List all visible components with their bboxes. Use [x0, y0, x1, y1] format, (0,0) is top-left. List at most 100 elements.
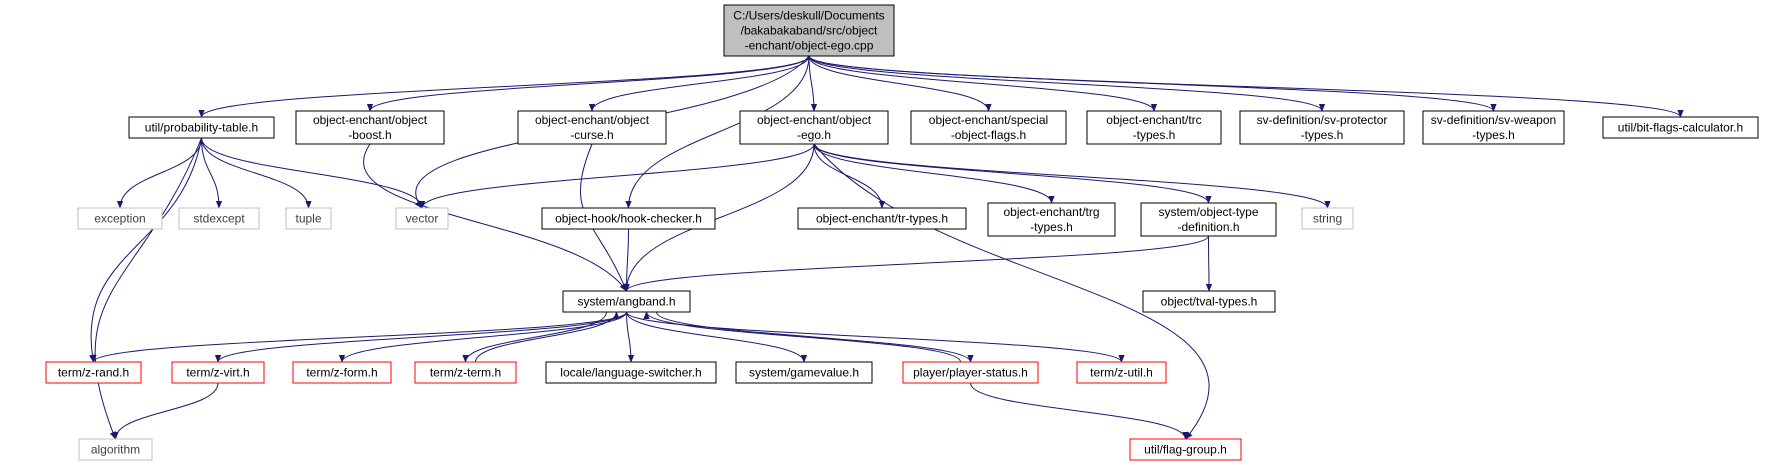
edge-angband-to-zutil [626, 311, 1125, 363]
node-label: util/flag-group.h [1144, 443, 1227, 457]
node-label: -boost.h [348, 128, 391, 142]
node-hook[interactable]: object-hook/hook-checker.h [541, 207, 716, 230]
node-label: term/z-rand.h [58, 366, 129, 380]
node-box [1086, 110, 1222, 145]
edge [366, 55, 810, 112]
node-box [739, 110, 889, 145]
node-zterm[interactable]: term/z-term.h [414, 361, 517, 384]
node-ego[interactable]: object-enchant/object-ego.h [739, 110, 889, 145]
edge [656, 311, 974, 363]
edge [643, 311, 961, 363]
node-label: system/angband.h [577, 295, 675, 309]
node-zutil[interactable]: term/z-util.h [1076, 361, 1167, 384]
edge-prob-to-vector [201, 137, 426, 209]
node-label: -types.h [1472, 128, 1515, 142]
node-zvirt[interactable]: term/z-virt.h [171, 361, 265, 384]
node-box [45, 361, 142, 384]
node-tval[interactable]: object/tval-types.h [1142, 290, 1276, 313]
node-label: term/z-term.h [430, 366, 501, 380]
node-label: sv-definition/sv-weapon [1431, 113, 1556, 127]
node-label: object-enchant/object [757, 113, 872, 127]
node-objtype[interactable]: system/object-type-definition.h [1140, 202, 1277, 237]
edge-boost-to-angband [363, 143, 627, 292]
node-curse[interactable]: object-enchant/object-curse.h [517, 110, 667, 145]
edge [94, 137, 202, 440]
node-box [562, 290, 691, 313]
edge-angband-to-zterm [462, 311, 607, 363]
node-prob[interactable]: util/probability-table.h [128, 116, 275, 139]
node-locale[interactable]: locale/language-switcher.h [545, 361, 717, 384]
edge [475, 311, 620, 363]
edge-root-to-special [808, 55, 992, 112]
edge [626, 311, 1125, 363]
edge [338, 311, 627, 363]
node-label: term/z-virt.h [186, 366, 249, 380]
node-box [78, 438, 153, 461]
edge-zvirt-to-algorithm [112, 382, 219, 440]
node-pstatus[interactable]: player/player-status.h [902, 361, 1039, 384]
edge-prob-to-zrand [89, 137, 202, 363]
node-bitflags[interactable]: util/bit-flags-calculator.h [1602, 116, 1759, 139]
node-label: string [1313, 212, 1342, 226]
node-box [545, 361, 717, 384]
node-label: util/probability-table.h [145, 121, 258, 135]
edge [808, 55, 1326, 112]
edge [201, 137, 223, 209]
edge-prob-to-tuple [201, 137, 312, 209]
node-trtypes[interactable]: object-enchant/tr-types.h [797, 207, 967, 230]
edge-root-to-prob [198, 55, 810, 118]
edge-ego-to-flaggroup [813, 143, 1210, 440]
node-label: -ego.h [797, 128, 831, 142]
edge [813, 143, 1331, 209]
node-protector[interactable]: sv-definition/sv-protector-types.h [1239, 110, 1405, 145]
edge [808, 55, 1158, 112]
edge [813, 143, 1212, 204]
node-trg[interactable]: object-enchant/trg-types.h [987, 202, 1116, 237]
node-box [1129, 438, 1242, 461]
node-weapon[interactable]: sv-definition/sv-weapon-types.h [1422, 110, 1565, 145]
node-label: tuple [295, 212, 321, 226]
edge-ego-to-string [813, 143, 1331, 209]
edge [813, 143, 1055, 204]
node-label: -enchant/object-ego.cpp [745, 39, 874, 53]
edge-root-to-ego [808, 55, 818, 112]
node-label: player/player-status.h [913, 366, 1028, 380]
node-zrand[interactable]: term/z-rand.h [45, 361, 142, 384]
node-label: object-enchant/object [535, 113, 650, 127]
node-label: algorithm [91, 443, 140, 457]
node-label: object-enchant/trg [1003, 205, 1099, 219]
node-boost[interactable]: object-enchant/object-boost.h [295, 110, 445, 145]
edge-angband-to-gamevalue [626, 311, 808, 363]
edge [808, 55, 818, 112]
edge-root-to-protector [808, 55, 1326, 112]
edge-angband-to-locale [626, 311, 635, 363]
edge [418, 143, 815, 209]
node-string: string [1301, 207, 1354, 230]
edge-pstatus-to-flaggroup [970, 382, 1189, 440]
edge [623, 143, 815, 292]
node-gamevalue[interactable]: system/gamevalue.h [735, 361, 873, 384]
edge-root-to-curse [588, 55, 810, 112]
node-label: object-enchant/special [929, 113, 1048, 127]
node-flaggroup[interactable]: util/flag-group.h [1129, 438, 1242, 461]
node-angband[interactable]: system/angband.h [562, 290, 691, 313]
edge-ego-to-vector [418, 143, 815, 209]
edge [90, 311, 627, 363]
node-box [541, 207, 716, 230]
node-label: -types.h [1301, 128, 1344, 142]
node-zform[interactable]: term/z-form.h [292, 361, 392, 384]
node-box [910, 110, 1067, 145]
edges-layer [89, 55, 1684, 440]
node-root[interactable]: C:/Users/deskull/Documents/bakabakaband/… [723, 4, 895, 57]
node-box [723, 4, 895, 57]
node-box [1422, 110, 1565, 145]
edge [89, 137, 202, 363]
nodes-layer: C:/Users/deskull/Documents/bakabakaband/… [45, 4, 1759, 461]
node-trc[interactable]: object-enchant/trc-types.h [1086, 110, 1222, 145]
node-box [292, 361, 392, 384]
node-special[interactable]: object-enchant/special-object-flags.h [910, 110, 1067, 145]
edge-root-to-boost [366, 55, 810, 112]
node-label: -types.h [1030, 220, 1073, 234]
node-box [735, 361, 873, 384]
node-label: /bakabakaband/src/object [741, 24, 878, 38]
